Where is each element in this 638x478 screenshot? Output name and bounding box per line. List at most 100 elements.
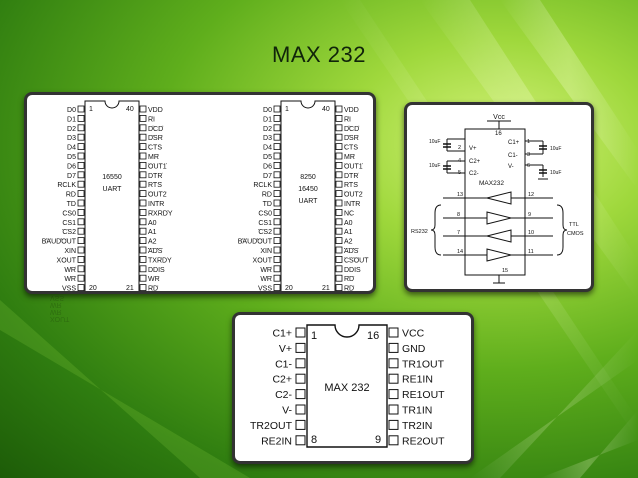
uart16550-pin-box (139, 180, 147, 188)
right-pin-box (388, 419, 399, 430)
uart8250-right-pin-label: RD (344, 276, 354, 283)
left-pin-label: C2+ (272, 374, 292, 386)
uart16550-pin-box (77, 124, 85, 132)
max232-chip-label: MAX 232 (324, 382, 369, 394)
uart16550-right-pin-label: INTR (148, 201, 164, 208)
uart16550-pin-box (139, 237, 147, 245)
pin-number: 7 (457, 230, 460, 236)
pin-number: 11 (528, 249, 534, 255)
pin-number-6: 6 (527, 163, 530, 169)
pin-c2plus: C2+ (469, 159, 481, 165)
cap1-label: 10uF (429, 139, 440, 145)
uart16550-pin-box (139, 162, 147, 169)
uart8250-pin-box (335, 180, 343, 188)
uart16550-pin-box (139, 246, 147, 254)
pin-vminus: V- (508, 164, 514, 170)
reflection-text: WR (50, 308, 62, 315)
right-pin-box (388, 404, 399, 415)
uart16550-right-pin-label: RXRDY (148, 210, 173, 217)
uart16550-left-pin-label: D6 (67, 163, 76, 170)
uart8250-right-pin-label: RI (344, 116, 351, 123)
uart16550-pin-box (77, 114, 85, 122)
uart16550-right-pin-label: A2 (148, 239, 157, 246)
max232-dip-body (306, 324, 388, 448)
right-pin-box (388, 435, 399, 446)
uart16550-left-pin-label: D2 (67, 126, 76, 133)
uart16550-left-pin-label: WR (64, 276, 76, 283)
uart8250-left-pin-label: CS2 (258, 229, 272, 236)
uart16550-left-pin-label: XOUT (57, 257, 77, 264)
uart8250-dip-body (280, 100, 336, 291)
uart16550-pin-box (139, 265, 147, 273)
uart16550-right-pin-label: A1 (148, 229, 157, 236)
right-pin-label: RE2OUT (402, 435, 445, 447)
uart8250-pin-box (273, 152, 281, 160)
uart16550-dip-body (84, 100, 140, 291)
left-pin-box (295, 358, 306, 369)
uart8250-pin-box (335, 162, 343, 169)
uart8250-left-pin-label: VSS (258, 286, 272, 291)
uart8250-pin-box (273, 105, 281, 113)
right-pin-label: RE1OUT (402, 389, 445, 401)
uart8250-right-pin-label: DDIS (344, 267, 361, 274)
uart8250-left-pin-label: D2 (263, 126, 272, 133)
pin-number: 12 (528, 192, 534, 198)
pin-number: 13 (457, 192, 463, 198)
uart8250-pin-box (273, 284, 281, 291)
uart16550-pin-box (77, 152, 85, 160)
uart8250-right-pin-label: A0 (344, 220, 353, 227)
uart16550-right-pin-label: CTS (148, 145, 162, 152)
uart8250-left-pin-label: D1 (263, 116, 272, 123)
left-pin-box (295, 342, 306, 353)
uart8250-left-pin-label: CS1 (258, 220, 272, 227)
pin-number-2: 2 (458, 145, 461, 151)
uart8250-pin-box (335, 237, 343, 245)
uart16550-pin-box (139, 114, 147, 122)
uart8250-pin-box (273, 143, 281, 150)
ttl-label: TTL (569, 222, 579, 228)
left-pin-label: V+ (279, 343, 292, 355)
uart16550-pin-box (77, 274, 85, 282)
left-pin-label: RE2IN (261, 435, 292, 447)
uart8250-pin-box (273, 171, 281, 179)
uart16550-left-pin-label: RCLK (57, 182, 76, 189)
uart16550-right-pin-label: DSR (148, 135, 163, 142)
uart16550-right-pin-label: ADS (148, 248, 163, 255)
pin-c1minus: C1- (508, 153, 518, 159)
right-pin-box (388, 373, 399, 384)
pin-number: 14 (457, 249, 463, 255)
uart8250-right-pin-label: NC (344, 210, 354, 217)
right-pin-label: TR1OUT (402, 358, 445, 370)
uart16550-pin-box (139, 284, 147, 291)
uart8250-right-pin-label: OUT2 (344, 192, 363, 199)
uart16550-chip-name: 16550 (102, 174, 122, 181)
uart16550-right-pin-label: DCD (148, 126, 163, 133)
pin-vplus: V+ (469, 146, 477, 152)
uart16550-pin-box (77, 265, 85, 273)
uart16550-left-pin-label: BAUDOUT (42, 239, 77, 246)
uart8250-left-pin-label: D3 (263, 135, 272, 142)
uart8250-right-pin-label: DTR (344, 173, 358, 180)
uart8250-pin-box (335, 133, 343, 141)
uart16550-pin-box (77, 227, 85, 235)
uart8250-pin-box (335, 143, 343, 150)
uart8250-left-pin-label: D0 (263, 107, 272, 114)
uart16550-pin-box (139, 190, 147, 197)
uart16550-pin-box (77, 199, 85, 207)
uart8250-left-pin-label: BAUDOUT (238, 239, 273, 246)
uart8250-pin-box (335, 284, 343, 291)
uart16550-right-pin-label: DDIS (148, 267, 165, 274)
uart16550-pin-box (77, 190, 85, 197)
max232-circuit-panel: Vcc 16 MAX232 C1+ C1- V+ C2+ C2- V- 1 3 … (404, 102, 594, 292)
uart16550-left-pin-label: D5 (67, 154, 76, 161)
uart16550-pin-box (77, 105, 85, 113)
uart8250-pin-box (273, 265, 281, 273)
uart8250-pin-box (273, 180, 281, 188)
uart8250-pin-box (273, 255, 281, 263)
uart8250-right-pin-label: RTS (344, 182, 358, 189)
max232-chip-name: MAX232 (479, 180, 504, 187)
reflection-text: VSS (50, 294, 65, 301)
uart16550-pin-box (139, 143, 147, 150)
